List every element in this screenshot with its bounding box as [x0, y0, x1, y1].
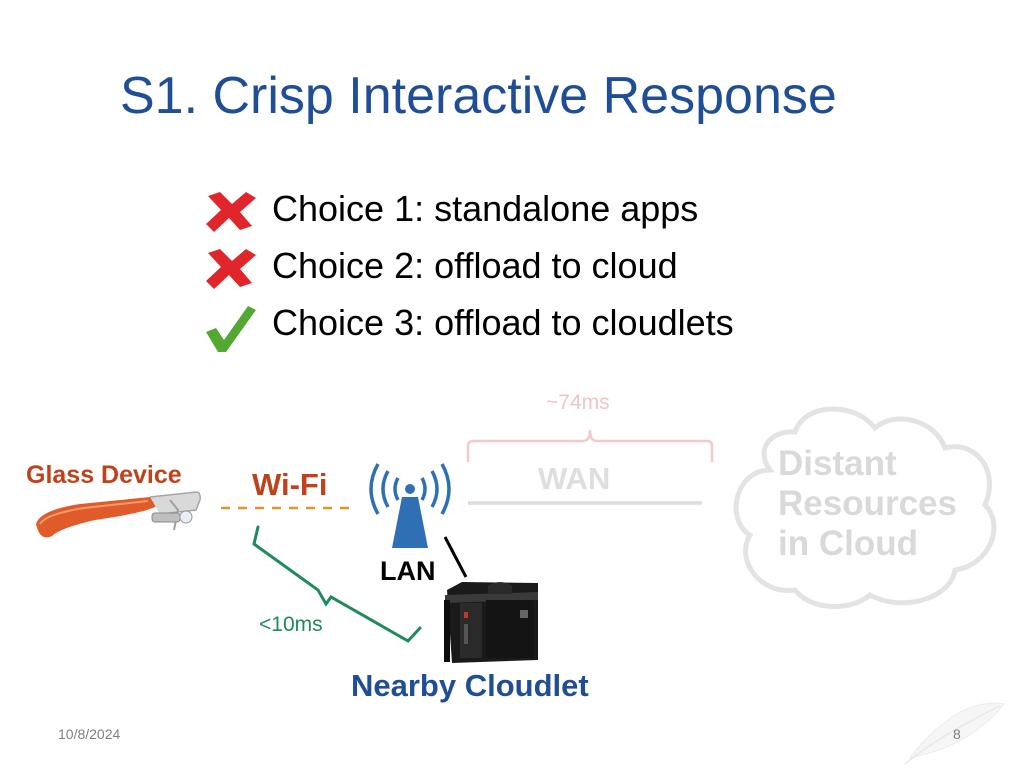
choice-item: Choice 1: standalone apps [200, 184, 840, 238]
nearby-cloudlet-label: Nearby Cloudlet [351, 668, 589, 703]
choice-item: Choice 3: offload to cloudlets [200, 298, 840, 352]
cloud-icon [733, 406, 997, 609]
slide-title: S1. Crisp Interactive Response [120, 67, 837, 125]
lan-link-line [443, 536, 468, 578]
cloudlet-latency-bracket [252, 525, 422, 643]
wan-latency-label: ~74ms [546, 391, 610, 414]
google-glass-icon [36, 491, 201, 538]
choice-text: Choice 3: offload to cloudlets [272, 302, 734, 343]
x-mark-icon [206, 192, 256, 232]
cloudlet-latency-label: <10ms [259, 613, 323, 636]
footer-date: 10/8/2024 [58, 726, 121, 742]
feather-icon [904, 702, 1005, 765]
distant-cloud-label: Distant Resources in Cloud [778, 444, 957, 563]
wireless-access-point-icon [369, 463, 451, 548]
check-mark-icon [206, 306, 256, 352]
glass-device-label: Glass Device [26, 461, 182, 489]
choice-item: Choice 2: offload to cloud [200, 241, 840, 295]
x-mark-icon [206, 249, 256, 289]
page-number: 8 [953, 726, 961, 742]
choice-text: Choice 1: standalone apps [272, 188, 699, 229]
wan-latency-bracket [466, 429, 714, 462]
lan-label: LAN [380, 556, 436, 586]
choice-text: Choice 2: offload to cloud [272, 245, 678, 286]
wan-label: WAN [538, 461, 611, 496]
cloudlet-server-icon [444, 582, 538, 663]
wifi-label: Wi-Fi [252, 467, 328, 502]
